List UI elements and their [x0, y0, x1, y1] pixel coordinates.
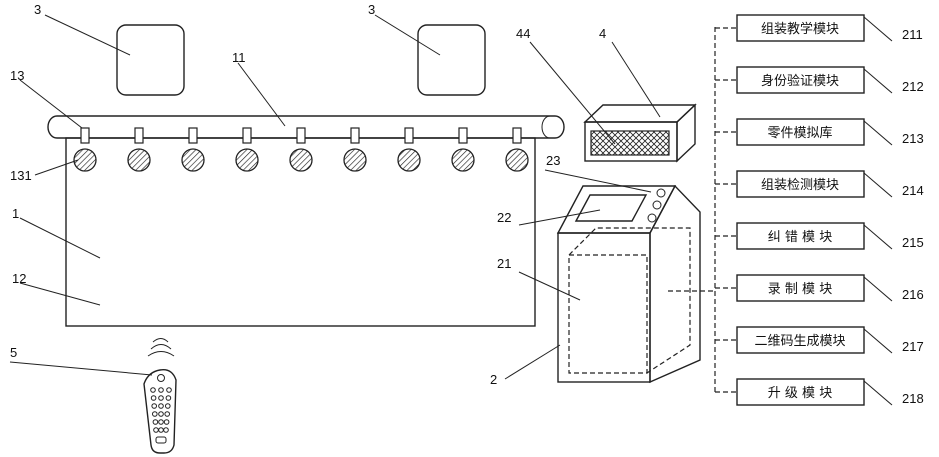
- remote-button: [154, 428, 159, 433]
- remote-button: [153, 420, 158, 425]
- module-list: 组装教学模块 211 身份验证模块 212 零件模拟库 213 组装检测模块 214 纠 错 模…: [715, 15, 924, 406]
- module-label: 组装检测模块: [761, 178, 839, 193]
- remote-button: [159, 404, 164, 409]
- hanger: [405, 128, 413, 143]
- display-box-top: [585, 105, 695, 122]
- remote-button: [166, 396, 171, 401]
- ref-terminal-buttons: 23: [546, 153, 560, 168]
- hanger: [351, 128, 359, 143]
- module-label: 纠 错 模 块: [768, 230, 832, 245]
- module-label: 升 级 模 块: [768, 386, 832, 401]
- ref-camera-left: 3: [34, 2, 41, 17]
- module-leader: [864, 381, 892, 405]
- display-screen: [591, 131, 669, 155]
- remote-button: [159, 412, 164, 417]
- rail-end-curve: [542, 116, 550, 138]
- module-leader: [864, 173, 892, 197]
- leader-lines: [10, 15, 660, 379]
- module-ref: 217: [902, 339, 924, 354]
- ref-rail: 11: [232, 50, 246, 65]
- remote-button: [166, 404, 171, 409]
- module-leader: [864, 329, 892, 353]
- hanger-group: [74, 128, 528, 171]
- module-label: 录 制 模 块: [768, 282, 832, 297]
- remote-button: [165, 412, 170, 417]
- hatched-ball: [236, 149, 258, 171]
- terminal-side: [650, 186, 700, 382]
- hatched-ball: [182, 149, 204, 171]
- remote-button: [152, 404, 157, 409]
- remote-button: [167, 388, 172, 393]
- module-ref: 218: [902, 391, 924, 406]
- ref-terminal-body: 21: [497, 256, 511, 271]
- remote-button: [153, 412, 158, 417]
- hatched-ball: [344, 149, 366, 171]
- remote-button: [164, 428, 169, 433]
- hanger: [81, 128, 89, 143]
- module-leader: [864, 17, 892, 41]
- module-leader: [864, 277, 892, 301]
- ref-board-surface: 12: [12, 271, 26, 286]
- ref-display-screen: 44: [516, 26, 530, 41]
- module-label: 零件模拟库: [767, 125, 832, 141]
- module-ref: 212: [902, 79, 924, 94]
- module-ref: 216: [902, 287, 924, 302]
- module-leader: [864, 225, 892, 249]
- hanger: [297, 128, 305, 143]
- hanger: [459, 128, 467, 143]
- hatched-ball: [290, 149, 312, 171]
- ref-ball: 131: [10, 168, 32, 183]
- remote-button: [159, 388, 164, 393]
- terminal-inner-module-depth: [569, 228, 690, 373]
- remote-button: [151, 396, 156, 401]
- module-ref: 215: [902, 235, 924, 250]
- ref-board: 1: [12, 206, 19, 221]
- module-label: 身份验证模块: [761, 73, 839, 89]
- ref-remote: 5: [10, 345, 17, 360]
- remote-control: [144, 339, 176, 454]
- hanger: [243, 128, 251, 143]
- hatched-ball: [398, 149, 420, 171]
- terminal-button-3: [648, 214, 656, 222]
- rail: [48, 116, 564, 138]
- ref-terminal: 2: [490, 372, 497, 387]
- hanger: [513, 128, 521, 143]
- terminal-inner-module: [569, 255, 647, 373]
- remote-button: [159, 428, 164, 433]
- terminal-button-1: [657, 189, 665, 197]
- ref-terminal-screen: 22: [497, 210, 511, 225]
- remote-button: [159, 420, 164, 425]
- camera-left: [117, 25, 184, 95]
- module-leader: [864, 121, 892, 145]
- hanger: [135, 128, 143, 143]
- hatched-ball: [128, 149, 150, 171]
- module-ref: 211: [902, 27, 923, 42]
- ref-camera-right: 3: [368, 2, 375, 17]
- remote-button-bar: [156, 437, 166, 443]
- remote-button: [151, 388, 156, 393]
- remote-button: [159, 396, 164, 401]
- hatched-ball: [506, 149, 528, 171]
- camera-right: [418, 25, 485, 95]
- module-label: 组装教学模块: [761, 21, 839, 37]
- hatched-ball: [452, 149, 474, 171]
- display-box-side: [677, 105, 695, 161]
- ref-hanger: 13: [10, 68, 24, 83]
- module-ref: 213: [902, 131, 924, 146]
- hanger: [189, 128, 197, 143]
- remote-button: [164, 420, 169, 425]
- ref-display-box: 4: [599, 26, 606, 41]
- module-ref: 214: [902, 183, 924, 198]
- module-label: 二维码生成模块: [754, 334, 845, 349]
- module-leader: [864, 69, 892, 93]
- terminal-screen: [576, 195, 646, 221]
- terminal-button-2: [653, 201, 661, 209]
